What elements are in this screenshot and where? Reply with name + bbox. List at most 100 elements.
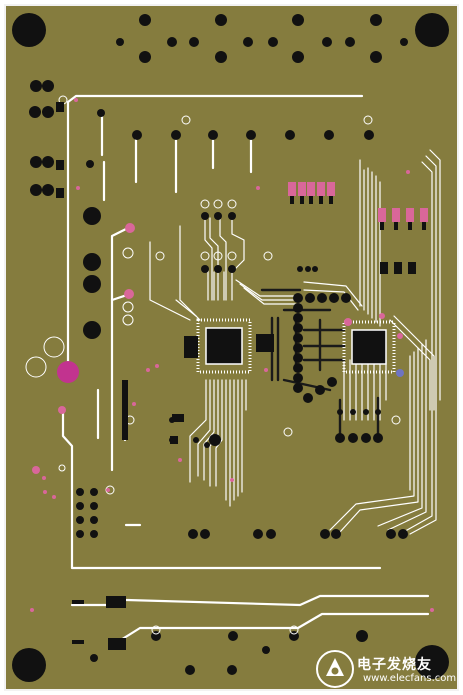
pad	[74, 98, 78, 102]
watermark-text: 电子发烧友	[357, 657, 432, 673]
pad	[125, 223, 135, 233]
via	[356, 630, 368, 642]
via	[228, 631, 238, 641]
watermark-url: www.elecfans.com	[363, 673, 457, 684]
via	[76, 530, 84, 538]
via	[76, 488, 84, 496]
via	[370, 14, 382, 26]
via	[348, 433, 358, 443]
test-point	[43, 336, 65, 358]
smd-pad	[394, 262, 402, 274]
pad	[30, 608, 34, 612]
via	[329, 293, 339, 303]
copper-pad	[184, 336, 198, 358]
via	[341, 293, 351, 303]
via	[337, 409, 343, 415]
via	[83, 321, 101, 339]
pad	[42, 476, 46, 480]
via	[293, 363, 303, 373]
via	[90, 502, 98, 510]
pad	[396, 369, 404, 377]
via	[83, 207, 101, 225]
component-pad	[170, 436, 178, 444]
pad	[124, 289, 134, 299]
via	[227, 665, 237, 675]
via	[350, 409, 356, 415]
ic-mcu-package	[205, 327, 243, 365]
via	[42, 106, 54, 118]
smd-pad	[288, 182, 296, 196]
via	[139, 14, 151, 26]
test-point	[200, 251, 210, 261]
smd-pad	[392, 208, 400, 222]
via	[200, 529, 210, 539]
test-point	[289, 625, 299, 635]
smd-pad	[394, 222, 398, 230]
via	[312, 266, 318, 272]
test-point	[227, 251, 237, 261]
smd-pad	[406, 208, 414, 222]
via	[90, 488, 98, 496]
component-pad	[172, 414, 184, 422]
pad	[106, 488, 110, 492]
component-pad	[72, 600, 84, 604]
via	[293, 343, 303, 353]
via	[189, 37, 199, 47]
smd-pad	[408, 262, 416, 274]
via	[243, 37, 253, 47]
component-pad	[56, 160, 64, 170]
via	[132, 130, 142, 140]
component-pad	[56, 188, 64, 198]
via	[324, 130, 334, 140]
via	[30, 80, 42, 92]
via	[83, 253, 101, 271]
via	[30, 184, 42, 196]
pad	[397, 333, 403, 339]
via	[293, 323, 303, 333]
pad	[256, 186, 260, 190]
pad	[344, 318, 352, 326]
via	[42, 80, 54, 92]
via	[297, 266, 303, 272]
mounting-hole	[415, 645, 449, 679]
test-point	[213, 199, 223, 209]
via	[185, 665, 195, 675]
via	[292, 51, 304, 63]
via	[139, 51, 151, 63]
via	[214, 212, 222, 220]
via	[42, 184, 54, 196]
smd-pad	[290, 196, 294, 204]
traces-black	[260, 288, 380, 440]
pad	[430, 608, 434, 612]
smd-pad	[298, 182, 306, 196]
smd-pad	[300, 196, 304, 204]
pad	[57, 361, 79, 383]
via	[370, 51, 382, 63]
via	[246, 130, 256, 140]
mounting-holes	[12, 13, 449, 682]
via	[167, 37, 177, 47]
via	[293, 293, 303, 303]
traces-center	[149, 214, 435, 507]
electronics-fans-logo	[316, 650, 354, 688]
via	[305, 266, 311, 272]
traces-right-bus	[329, 149, 441, 535]
via	[331, 529, 341, 539]
pad	[58, 406, 66, 414]
mounting-hole	[12, 648, 46, 682]
via	[375, 409, 381, 415]
test-point	[181, 115, 191, 125]
via	[400, 38, 408, 46]
smd-pad	[307, 182, 315, 196]
component-pad	[56, 102, 64, 112]
via	[293, 383, 303, 393]
via	[293, 313, 303, 323]
test-point	[25, 356, 47, 378]
smd-pad	[317, 182, 325, 196]
via	[317, 293, 327, 303]
via	[42, 156, 54, 168]
via	[228, 265, 236, 273]
test-point	[213, 251, 223, 261]
